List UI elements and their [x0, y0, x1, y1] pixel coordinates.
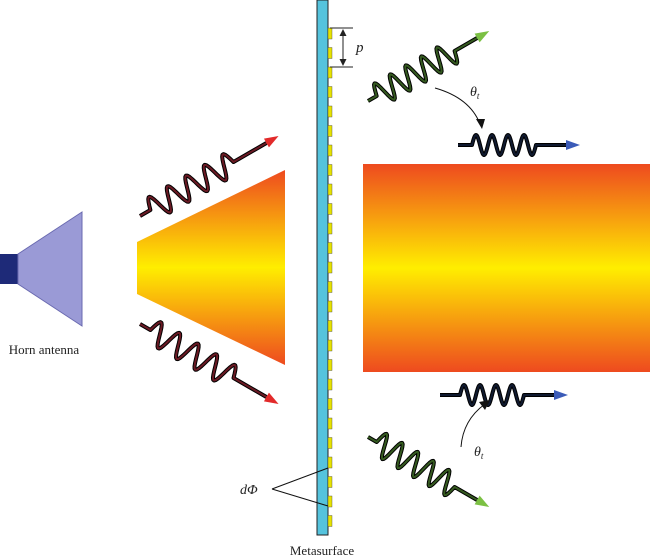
angle-arrow-top	[434, 87, 485, 129]
unit-cell	[327, 125, 333, 137]
unit-cell	[327, 242, 333, 254]
wave-arrowhead	[263, 136, 279, 148]
transmitted-wave-horizontal-upper	[458, 133, 580, 157]
metasurface-slab	[316, 0, 329, 536]
unit-cell	[327, 261, 333, 274]
unit-cell	[327, 203, 333, 215]
wave-path	[440, 384, 554, 406]
wave-path	[139, 321, 267, 398]
angle-arc-bottom	[460, 403, 486, 448]
unit-cell	[327, 47, 333, 59]
transmitted-wave-horizontal-lower	[440, 383, 568, 407]
unit-cell	[327, 339, 333, 352]
unit-cell	[327, 456, 333, 469]
unit-cell	[327, 476, 333, 488]
incident-wave-lower	[139, 320, 279, 404]
unit-cell	[327, 398, 333, 410]
unit-cell	[327, 164, 333, 176]
unit-cell	[327, 378, 333, 391]
period-arrowhead-down	[339, 59, 347, 66]
unit-cell	[327, 105, 333, 118]
transmitted-beam	[363, 164, 650, 372]
waves	[139, 31, 580, 507]
angle-arrowhead-bottom	[479, 400, 490, 410]
incident-wave-upper	[139, 136, 279, 218]
wave-path	[367, 37, 478, 102]
angle-arrow-bottom	[460, 400, 490, 448]
wave-arrowhead	[474, 31, 490, 43]
unit-cell	[327, 320, 333, 332]
wave-path	[458, 134, 566, 156]
unit-cell	[327, 495, 333, 508]
unit-cell	[327, 359, 333, 371]
period-label: p	[355, 40, 364, 56]
horn-feed	[0, 254, 18, 284]
unit-cell	[327, 437, 333, 449]
wave-arrowhead	[566, 140, 580, 150]
dphi-pointer	[271, 467, 329, 507]
wave-arrowhead	[263, 392, 279, 404]
transmitted-wave-tilted-lower	[367, 431, 490, 507]
period-marker	[330, 27, 353, 68]
dphi-label: dΦ	[240, 483, 258, 498]
period-arrowhead-up	[339, 29, 347, 36]
unit-cell	[327, 183, 333, 196]
unit-cell	[327, 300, 333, 313]
angle-arrowhead-top	[476, 119, 485, 129]
unit-cell	[327, 66, 333, 79]
horn-body	[17, 211, 83, 327]
unit-cell	[327, 144, 333, 157]
metasurface-label: Metasurface	[290, 543, 354, 558]
theta-label-bottom: θt	[474, 445, 484, 461]
metasurface	[316, 0, 333, 536]
dphi-line-upper	[271, 467, 329, 490]
horn-antenna-label: Horn antenna	[9, 342, 80, 357]
unit-cell	[327, 27, 333, 40]
wave-arrowhead	[554, 390, 568, 400]
incident-beam	[137, 170, 285, 365]
wave-path	[367, 432, 478, 501]
theta-label-top: θt	[470, 85, 480, 101]
wave-path	[139, 142, 267, 217]
unit-cell	[327, 515, 333, 527]
transmitted-wave-tilted-upper	[367, 31, 490, 103]
unit-cells	[327, 27, 333, 527]
unit-cell	[327, 222, 333, 235]
unit-cell	[327, 86, 333, 98]
dphi-line-lower	[271, 488, 329, 507]
unit-cell	[327, 417, 333, 430]
horn-antenna	[0, 211, 83, 327]
unit-cell	[327, 281, 333, 293]
wave-arrowhead	[474, 495, 490, 507]
